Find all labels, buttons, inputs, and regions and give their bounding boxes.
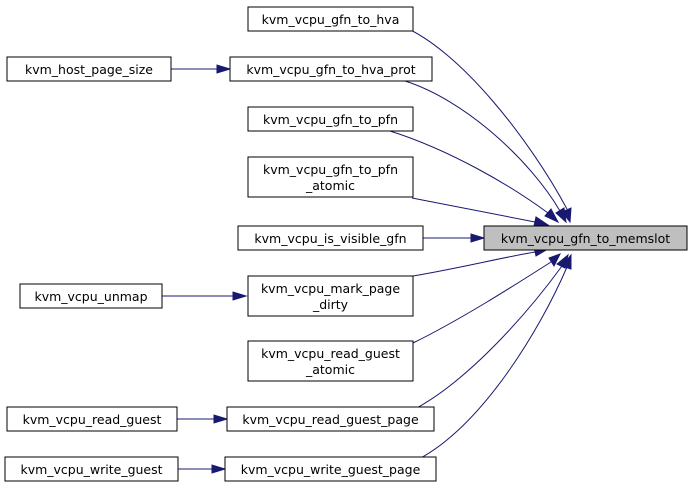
node-read-guest-atomic[interactable]: kvm_vcpu_read_guest _atomic bbox=[247, 340, 414, 382]
edge-write-guest-page bbox=[412, 253, 572, 463]
node-label-line2: _dirty bbox=[312, 297, 349, 312]
node-label-line2: _atomic bbox=[305, 178, 355, 193]
node-label: kvm_vcpu_is_visible_gfn bbox=[254, 231, 406, 246]
node-label: kvm_host_page_size bbox=[25, 62, 153, 77]
edge-write-guest bbox=[178, 464, 227, 474]
node-label-line1: kvm_vcpu_read_guest bbox=[261, 346, 400, 361]
node-gfn-to-hva-prot[interactable]: kvm_vcpu_gfn_to_hva_prot bbox=[229, 56, 433, 82]
edge-gfn-to-hva bbox=[401, 25, 572, 224]
node-mark-page-dirty[interactable]: kvm_vcpu_mark_page _dirty bbox=[247, 275, 414, 317]
node-label: kvm_vcpu_gfn_to_pfn bbox=[263, 112, 398, 127]
node-gfn-to-pfn-atomic[interactable]: kvm_vcpu_gfn_to_pfn _atomic bbox=[247, 156, 414, 198]
node-label-line1: kvm_vcpu_gfn_to_pfn bbox=[263, 162, 398, 177]
edge-gfn-to-pfn bbox=[389, 130, 560, 224]
node-host-page-size[interactable]: kvm_host_page_size bbox=[6, 56, 172, 82]
edge-gfn-to-hva-prot bbox=[404, 80, 567, 224]
edge-read-guest-atomic bbox=[412, 253, 562, 344]
edge-read-guest bbox=[177, 414, 229, 424]
node-target-label: kvm_vcpu_gfn_to_memslot bbox=[501, 231, 670, 246]
node-write-guest-page[interactable]: kvm_vcpu_write_guest_page bbox=[224, 456, 437, 482]
edge-unmap bbox=[162, 291, 248, 301]
node-label: kvm_vcpu_gfn_to_hva bbox=[262, 12, 400, 27]
node-unmap[interactable]: kvm_vcpu_unmap bbox=[19, 283, 163, 309]
node-gfn-to-pfn[interactable]: kvm_vcpu_gfn_to_pfn bbox=[247, 106, 414, 132]
node-is-visible-gfn[interactable]: kvm_vcpu_is_visible_gfn bbox=[237, 225, 424, 251]
node-label-line2: _atomic bbox=[305, 362, 355, 377]
node-read-guest[interactable]: kvm_vcpu_read_guest bbox=[6, 406, 178, 432]
node-label: kvm_vcpu_gfn_to_hva_prot bbox=[246, 62, 415, 77]
edge-gfn-to-pfn-atomic bbox=[411, 197, 550, 227]
node-gfn-to-hva[interactable]: kvm_vcpu_gfn_to_hva bbox=[247, 6, 414, 32]
node-target[interactable]: kvm_vcpu_gfn_to_memslot bbox=[483, 225, 688, 251]
edge-host-page-size bbox=[171, 64, 232, 74]
node-label: kvm_vcpu_unmap bbox=[34, 289, 147, 304]
edge-read-guest-page bbox=[412, 253, 569, 411]
node-label-line1: kvm_vcpu_mark_page bbox=[261, 281, 400, 296]
node-label: kvm_vcpu_write_guest_page bbox=[241, 462, 421, 477]
edge-is-visible-gfn bbox=[423, 233, 486, 243]
node-write-guest[interactable]: kvm_vcpu_write_guest bbox=[4, 456, 179, 482]
node-label: kvm_vcpu_read_guest bbox=[23, 412, 162, 427]
edge-mark-page-dirty bbox=[412, 246, 550, 277]
node-label: kvm_vcpu_write_guest bbox=[20, 462, 162, 477]
node-read-guest-page[interactable]: kvm_vcpu_read_guest_page bbox=[226, 406, 435, 432]
node-label: kvm_vcpu_read_guest_page bbox=[242, 412, 419, 427]
